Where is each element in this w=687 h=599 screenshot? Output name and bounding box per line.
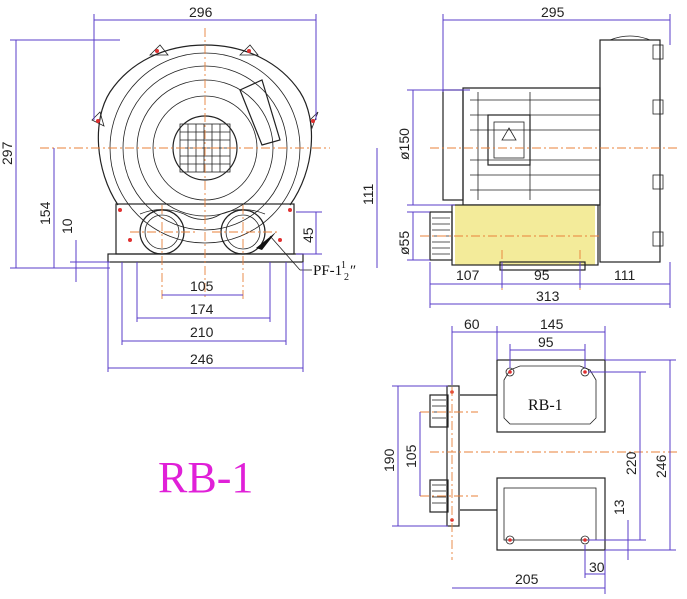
dim-front-height: 297 <box>0 141 15 165</box>
dim-side-top-width: 295 <box>541 4 565 20</box>
dim-bottom-edge-len: 30 <box>589 559 605 575</box>
dim-bottom-port-height: 190 <box>381 448 397 472</box>
dim-front-foot-mid: 210 <box>190 324 214 340</box>
svg-text:1: 1 <box>341 260 346 271</box>
svg-text:2: 2 <box>344 272 349 283</box>
dim-side-motor-dia: ø150 <box>396 128 412 160</box>
dim-front-foot-outer: 246 <box>190 351 214 367</box>
side-view: 295 ø150 111 ø55 107 95 111 313 <box>360 4 680 308</box>
drawing-title: RB-1 <box>158 453 253 502</box>
dim-front-center-height: 154 <box>37 201 53 225</box>
dim-front-port-spacing: 105 <box>190 278 214 294</box>
plate-label: RB-1 <box>528 397 563 414</box>
dim-bottom-offset: 60 <box>464 316 480 332</box>
dim-bottom-outer-height: 246 <box>653 454 669 478</box>
dim-bottom-hole-inner: 95 <box>538 334 554 350</box>
dim-front-top-width: 296 <box>189 4 213 20</box>
bottom-view: RB-1 60 145 <box>381 316 680 594</box>
dim-side-seg-c: 111 <box>614 267 635 283</box>
dim-bottom-edge: 13 <box>611 499 627 515</box>
dim-front-foot-inner: 174 <box>190 301 214 317</box>
dim-front-base: 10 <box>59 218 75 234</box>
dim-side-total: 313 <box>536 288 560 304</box>
front-view: 296 297 154 10 45 PF-1 1 2 ″ 105 174 <box>0 4 356 372</box>
dim-side-center-height: 111 <box>360 184 376 205</box>
dim-side-seg-b: 95 <box>534 267 550 283</box>
dim-bottom-hole-span: 145 <box>540 316 564 332</box>
svg-text:″: ″ <box>350 263 356 279</box>
svg-text:PF-1: PF-1 <box>313 263 342 279</box>
port-thread-label: PF-1 1 2 ″ <box>313 260 356 283</box>
dim-bottom-hole-height: 220 <box>623 451 639 475</box>
dim-front-outlet: 45 <box>300 227 316 243</box>
dim-side-port-dia: ø55 <box>396 231 412 255</box>
dim-side-seg-a: 107 <box>456 267 480 283</box>
dim-bottom-port-spacing: 105 <box>403 444 419 468</box>
dim-bottom-base-len: 205 <box>515 571 539 587</box>
